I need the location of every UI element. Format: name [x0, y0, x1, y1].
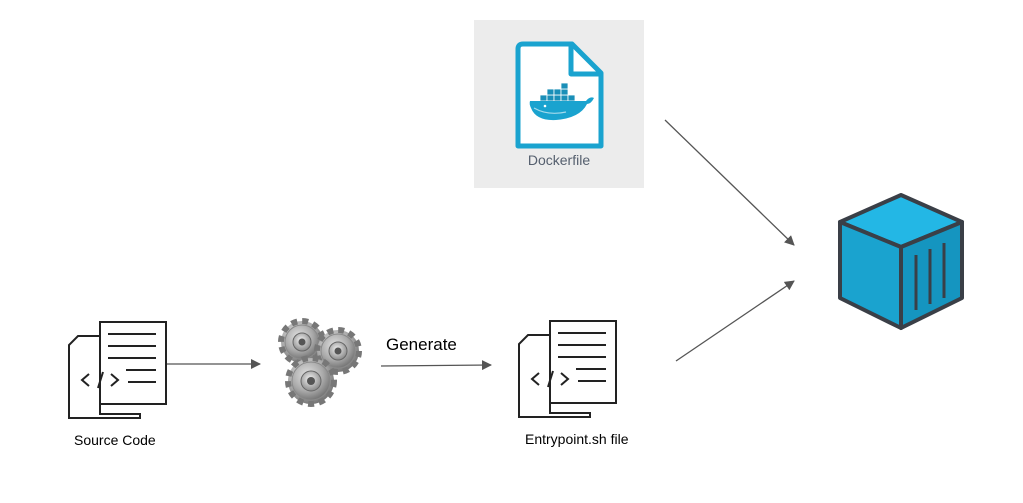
source-code-file-icon [68, 321, 167, 419]
arrow-generate [380, 360, 492, 371]
arrow-entrypoint-to-container [675, 280, 795, 362]
dockerfile-label: Dockerfile [527, 152, 591, 168]
entrypoint-label: Entrypoint.sh file [525, 431, 629, 447]
arrow-dockerfile-to-container [664, 119, 795, 246]
script-file-icon [518, 320, 617, 418]
gears-icon [278, 318, 362, 407]
generate-edge-label: Generate [386, 335, 457, 354]
container-cube-icon [838, 193, 964, 330]
source-code-label: Source Code [74, 432, 156, 448]
docker-whale-file-icon [515, 41, 604, 149]
